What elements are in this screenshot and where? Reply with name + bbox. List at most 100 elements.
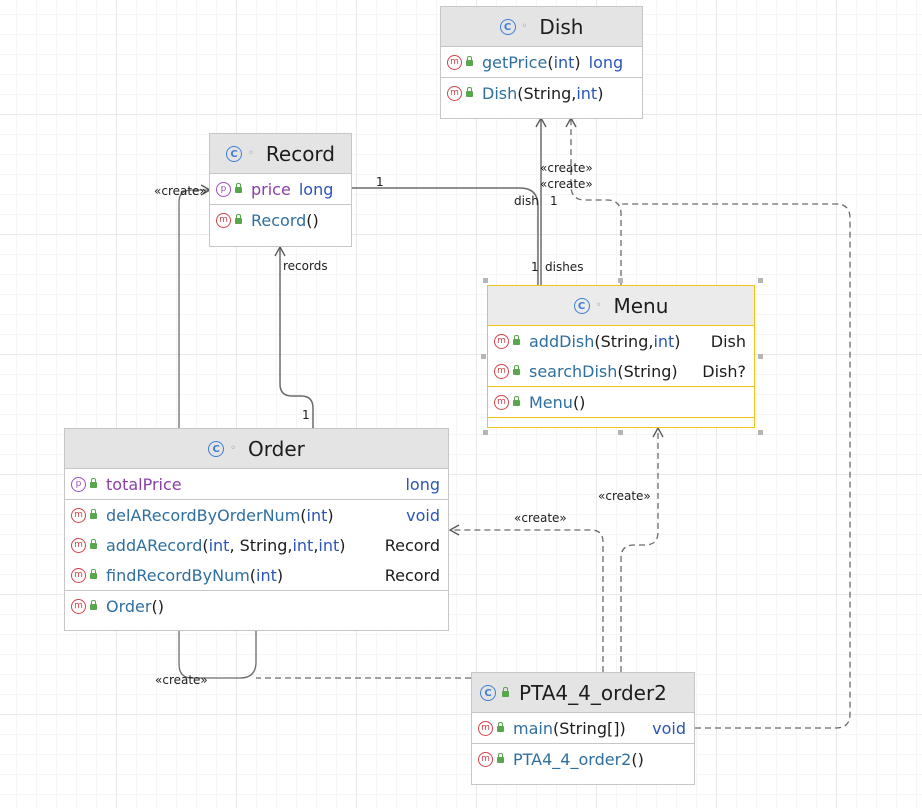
public-lock-icon bbox=[513, 396, 520, 406]
class-menu-header[interactable]: C ◦ Menu bbox=[488, 286, 754, 326]
member-row[interactable]: m searchDish(String) Dish? bbox=[488, 356, 754, 386]
class-record-name: Record bbox=[265, 141, 335, 166]
method-icon: m bbox=[478, 720, 493, 736]
class-dish[interactable]: C ◦ Dish m getPrice(int) long m Dish(Str… bbox=[440, 6, 643, 119]
class-record[interactable]: C ◦ Record p price long m Record() bbox=[209, 133, 352, 247]
method-params: () bbox=[572, 392, 586, 412]
method-params-open: ( bbox=[202, 535, 209, 555]
visibility-dot-icon: ◦ bbox=[521, 21, 528, 32]
public-lock-icon bbox=[90, 600, 97, 610]
class-order-header[interactable]: C ◦ Order bbox=[65, 429, 448, 469]
edge-record-menu-association[interactable] bbox=[336, 182, 539, 286]
class-record-header[interactable]: C ◦ Record bbox=[210, 134, 351, 174]
member-row[interactable]: m main(String[]) void bbox=[472, 713, 694, 743]
edge-menu-creates-dish[interactable] bbox=[565, 116, 622, 286]
member-row[interactable]: m Dish(String, int) bbox=[441, 78, 642, 108]
method-icon: m bbox=[71, 598, 86, 614]
method-return-type: Dish bbox=[710, 331, 746, 351]
method-name: findRecordByNum bbox=[106, 565, 250, 585]
public-lock-icon bbox=[90, 569, 97, 579]
class-order[interactable]: C ◦ Order p totalPrice long m delARecord… bbox=[64, 428, 449, 631]
member-row[interactable]: m addARecord(int, String, int, int) Reco… bbox=[65, 530, 448, 560]
member-row[interactable]: p price long bbox=[210, 174, 351, 204]
label-records-role: records bbox=[283, 259, 328, 273]
resize-handle-e[interactable] bbox=[758, 354, 763, 359]
public-lock-icon bbox=[497, 753, 504, 763]
method-params-close: ) bbox=[339, 535, 346, 555]
label-create-record: «create» bbox=[154, 184, 207, 198]
class-pta4-4-order2-header[interactable]: C PTA4_4_order2 bbox=[472, 673, 694, 713]
public-lock-icon bbox=[90, 539, 97, 549]
member-row[interactable]: p totalPrice long bbox=[65, 469, 448, 499]
resize-handle-sw[interactable] bbox=[483, 430, 488, 435]
method-params-sep: , bbox=[313, 535, 319, 555]
class-order-methods: m delARecordByOrderNum(int) void m addAR… bbox=[65, 500, 448, 591]
public-lock-icon bbox=[90, 478, 97, 488]
field-type: long bbox=[298, 179, 334, 199]
method-param-type: int bbox=[256, 565, 277, 585]
class-pta4-4-order2[interactable]: C PTA4_4_order2 m main(String[]) void m … bbox=[471, 672, 695, 785]
class-menu-constructors: m Menu() bbox=[488, 387, 754, 418]
method-params-open: ( bbox=[300, 505, 307, 525]
method-icon: m bbox=[494, 363, 509, 379]
public-lock-icon bbox=[513, 335, 520, 345]
edge-order-creates-record[interactable] bbox=[178, 184, 257, 679]
member-row[interactable]: m Order() bbox=[65, 591, 448, 621]
member-row[interactable]: m Record() bbox=[210, 205, 351, 235]
method-name: delARecordByOrderNum bbox=[106, 505, 301, 525]
method-name: Dish bbox=[482, 83, 518, 103]
method-name: PTA4_4_order2 bbox=[513, 749, 632, 769]
method-return-type: Dish? bbox=[702, 361, 746, 381]
visibility-dot-icon: ◦ bbox=[230, 443, 237, 454]
edge-main-creates-dish[interactable] bbox=[620, 203, 851, 729]
edge-order-record-aggregation[interactable] bbox=[274, 245, 319, 444]
field-name: price bbox=[251, 179, 291, 199]
member-row[interactable]: m delARecordByOrderNum(int) void bbox=[65, 500, 448, 530]
public-lock-icon bbox=[466, 87, 473, 97]
method-return-type: void bbox=[406, 505, 440, 525]
class-order-constructors: m Order() bbox=[65, 591, 448, 621]
visibility-dot-icon: ◦ bbox=[247, 148, 254, 159]
method-params-close: ) bbox=[276, 565, 284, 585]
class-record-fields: p price long bbox=[210, 174, 351, 205]
member-row[interactable]: m addDish(String, int) Dish bbox=[488, 326, 754, 356]
resize-handle-n[interactable] bbox=[618, 278, 623, 283]
method-params: () bbox=[151, 596, 164, 616]
method-param-type: int bbox=[318, 535, 340, 555]
resize-handle-se[interactable] bbox=[758, 430, 763, 435]
method-param-type: int bbox=[553, 52, 575, 72]
method-name: searchDish bbox=[529, 361, 618, 381]
edge-main-creates-menu[interactable] bbox=[620, 426, 664, 672]
property-icon: p bbox=[216, 181, 231, 197]
resize-handle-nw[interactable] bbox=[483, 278, 488, 283]
edge-main-creates-order[interactable] bbox=[448, 524, 604, 672]
resize-handle-w[interactable] bbox=[481, 354, 486, 359]
class-pta4-4-order2-constructors: m PTA4_4_order2() bbox=[472, 744, 694, 774]
method-params: (String[]) bbox=[552, 718, 626, 738]
field-type: long bbox=[405, 474, 440, 494]
member-row[interactable]: m findRecordByNum(int) Record bbox=[65, 560, 448, 590]
label-create-order-bottom: «create» bbox=[155, 673, 208, 687]
method-return-type: long bbox=[588, 52, 624, 72]
resize-handle-s[interactable] bbox=[618, 430, 623, 435]
method-name: getPrice bbox=[482, 52, 548, 72]
member-row[interactable]: m Menu() bbox=[488, 387, 754, 417]
member-row[interactable]: m getPrice(int) long bbox=[441, 47, 642, 77]
visibility-dot-icon: ◦ bbox=[595, 300, 602, 311]
method-params-close: ) bbox=[327, 505, 334, 525]
method-params-open: ( bbox=[249, 565, 257, 585]
method-params-open: (String, bbox=[594, 331, 654, 351]
method-params-open: ( bbox=[547, 52, 554, 72]
label-dishes-one: 1 bbox=[531, 260, 539, 274]
class-dish-header[interactable]: C ◦ Dish bbox=[441, 7, 642, 47]
method-param-type: int bbox=[653, 331, 675, 351]
member-row[interactable]: m PTA4_4_order2() bbox=[472, 744, 694, 774]
resize-handle-ne[interactable] bbox=[758, 278, 763, 283]
label-create-order: «create» bbox=[514, 511, 567, 525]
method-params-close: ) bbox=[574, 52, 581, 72]
label-dish-role: dish bbox=[514, 194, 539, 208]
class-menu[interactable]: C ◦ Menu m addDish(String, int) Dish m s… bbox=[487, 285, 755, 428]
class-icon: C bbox=[499, 18, 516, 35]
label-dishes-role: dishes bbox=[545, 260, 583, 274]
